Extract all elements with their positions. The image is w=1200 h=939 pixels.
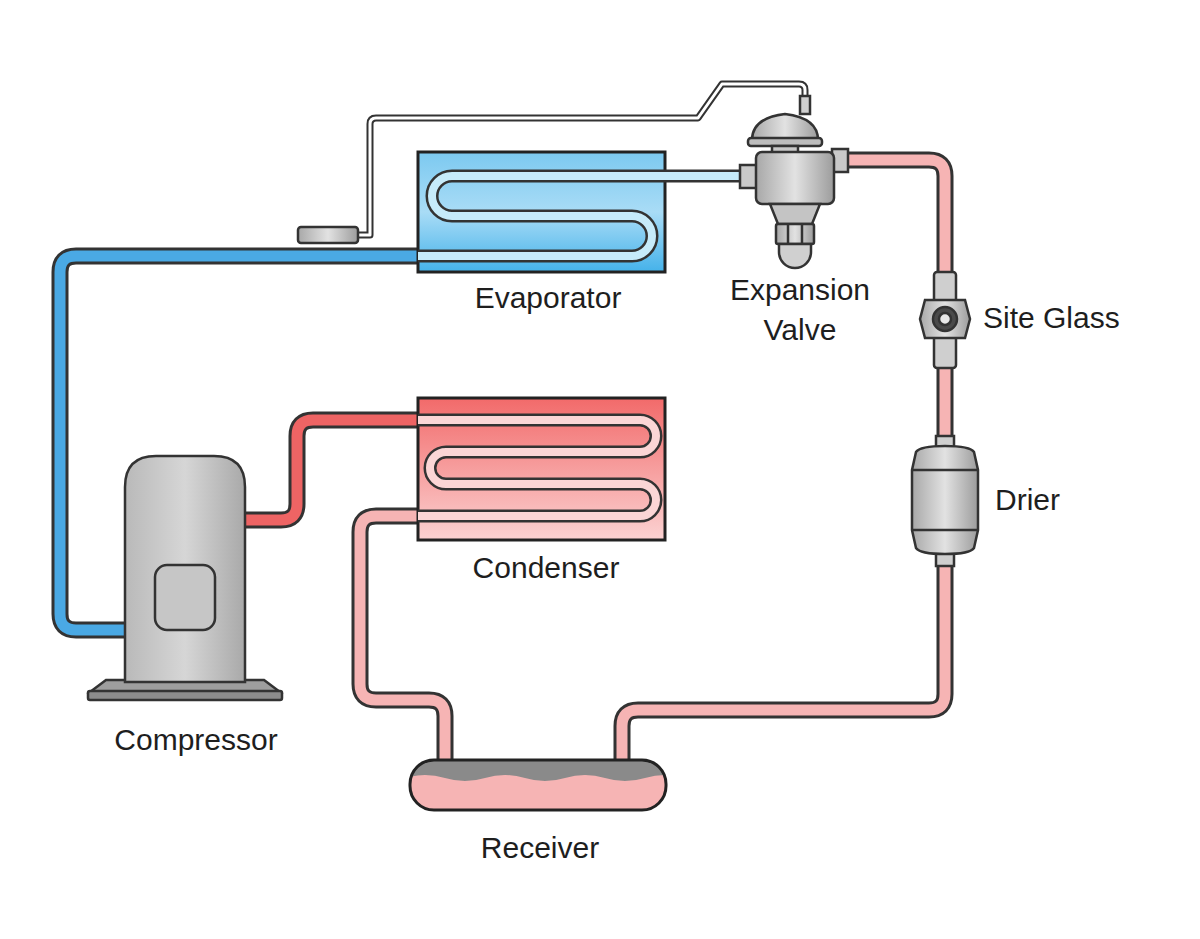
condenser-unit-part — [418, 420, 656, 516]
expansion-valve — [740, 96, 848, 268]
liquid-line-part — [622, 160, 945, 797]
site-glass-part — [920, 300, 970, 338]
filter-drier — [912, 436, 978, 566]
part-label: Receiver — [481, 829, 599, 867]
expansion-valve-part — [779, 244, 811, 268]
receiver-tank — [405, 760, 685, 815]
discharge-line — [244, 420, 430, 520]
part-label: Evaporator — [475, 279, 622, 317]
expansion-valve-part — [752, 114, 818, 140]
part-label: Drier — [995, 481, 1060, 519]
evaporator-unit — [418, 152, 745, 272]
expansion-valve-part — [776, 224, 814, 244]
receiver-tank-part — [410, 760, 666, 810]
expansion-valve-part — [787, 224, 790, 244]
filter-drier-part — [912, 469, 978, 472]
compressor-unit-part — [125, 456, 245, 682]
discharge-line-part — [244, 420, 430, 520]
liquid-line-part — [622, 160, 945, 797]
discharge-line-part — [244, 420, 430, 520]
part-label: Site Glass — [983, 299, 1120, 337]
part-label: Compressor — [114, 721, 277, 759]
site-glass-part — [934, 272, 956, 368]
part-label: Condenser — [473, 549, 620, 587]
filter-drier-part — [912, 446, 978, 554]
site-glass-part — [933, 307, 957, 331]
liquid-line-part — [360, 516, 445, 780]
site-glass — [920, 272, 970, 368]
compressor-unit-part — [88, 691, 282, 700]
compressor-unit-part — [155, 565, 215, 630]
expansion-valve-part — [756, 152, 834, 204]
condenser-unit-part — [418, 420, 656, 516]
filter-drier-part — [912, 529, 978, 532]
expansion-valve-part — [801, 224, 804, 244]
part-label: Expansion Valve — [705, 270, 895, 350]
receiver-tank-part — [410, 760, 666, 810]
condenser-unit-part — [418, 398, 665, 540]
compressor-unit — [88, 456, 282, 700]
expansion-valve-part — [800, 96, 810, 114]
evaporator-unit-part — [418, 176, 745, 256]
expansion-valve-part — [770, 204, 820, 224]
condenser-unit — [418, 398, 665, 540]
capillary-tube-part — [298, 227, 358, 243]
evaporator-unit-part — [418, 176, 745, 256]
liquid-line-part — [360, 516, 445, 780]
site-glass-part — [939, 313, 951, 325]
receiver-tank-part-part — [410, 775, 666, 810]
